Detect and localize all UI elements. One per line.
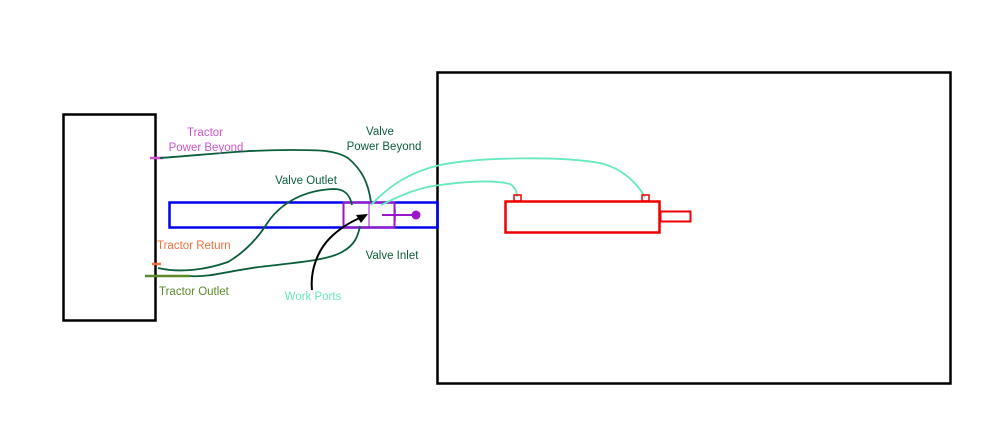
label-valve-inlet: Valve Inlet — [366, 250, 420, 262]
work-ports-arrow — [310, 216, 363, 291]
valve-outlet-hose — [157, 188, 353, 272]
label-tractor-return: Tractor Return — [157, 240, 231, 252]
work-port-hose-1 — [370, 157, 646, 206]
label-valve-power-beyond-line1: Valve — [366, 126, 394, 138]
tractor-box — [62, 113, 157, 322]
label-valve-outlet: Valve Outlet — [275, 175, 338, 187]
implement-box — [436, 71, 952, 385]
valve-inlet-hose — [189, 225, 361, 278]
label-tractor-outlet: Tractor Outlet — [159, 286, 230, 298]
valve-body — [168, 201, 439, 229]
cylinder-barrel — [504, 200, 661, 234]
cylinder-rod — [659, 210, 692, 223]
valve-handle-knob — [411, 210, 421, 220]
cylinder-port-right — [641, 194, 650, 202]
valve-power-beyond-hose — [159, 149, 372, 203]
label-valve-power-beyond-line2: Power Beyond — [347, 141, 422, 153]
label-work-ports: Work Ports — [285, 291, 342, 303]
work-ports-arrowhead — [356, 214, 368, 223]
cylinder-port-left — [513, 194, 522, 202]
label-tractor-power-beyond-line2: Power Beyond — [169, 142, 244, 154]
label-tractor-power-beyond-line1: Tractor — [187, 127, 223, 139]
work-port-hose-2 — [380, 180, 518, 206]
